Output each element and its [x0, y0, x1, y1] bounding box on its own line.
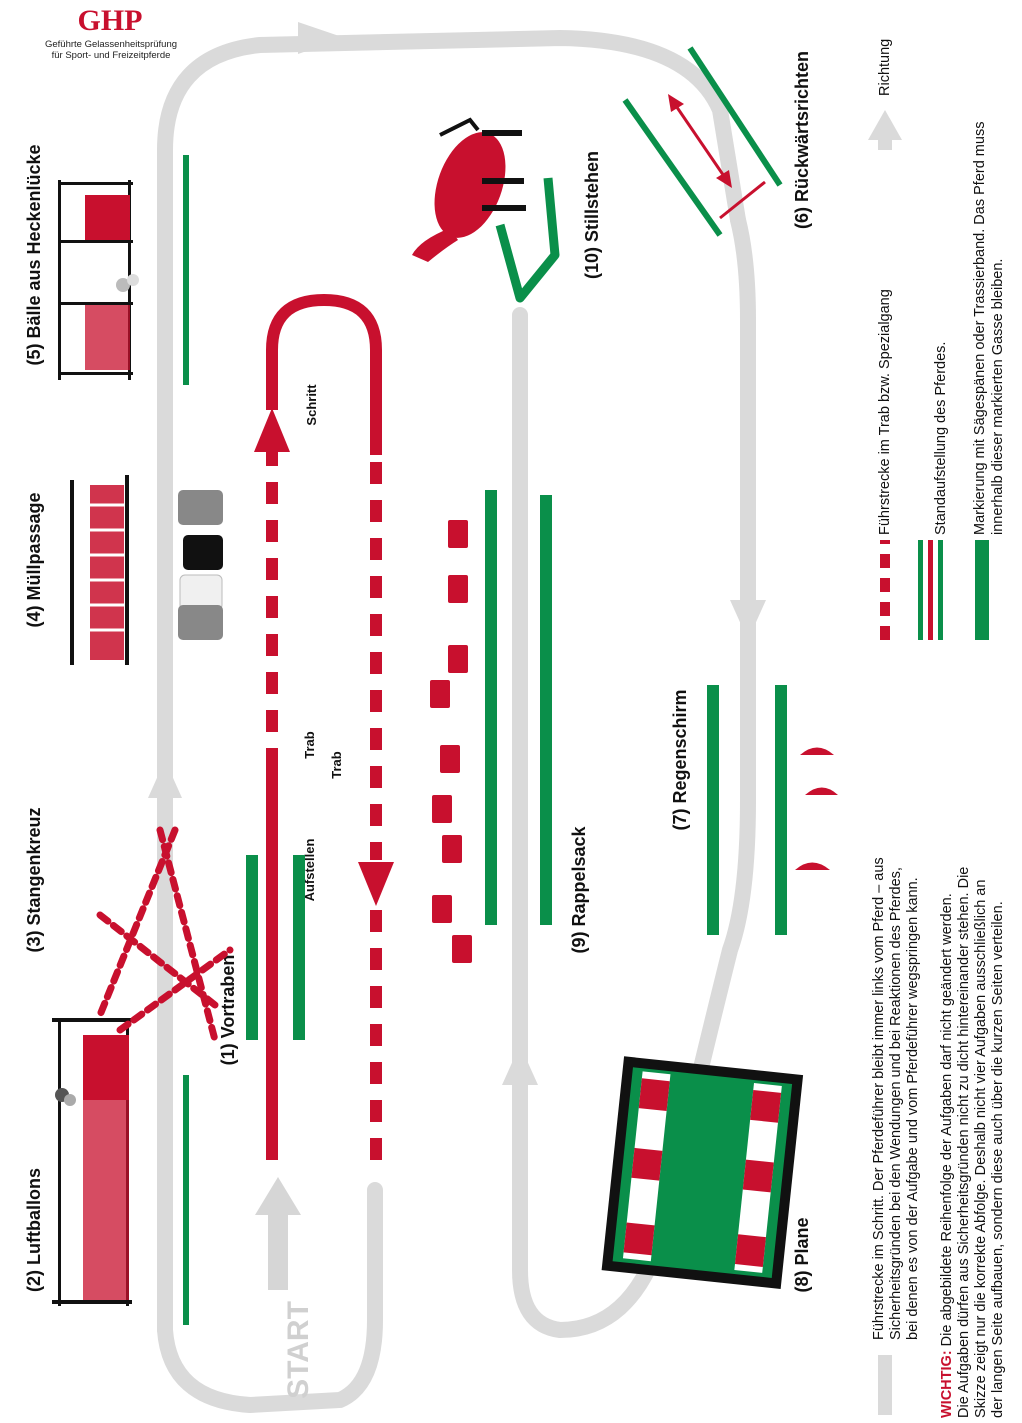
warning-note: WICHTIG: Die abgebildete Reihenfolge der…	[939, 867, 1006, 1418]
warning-prefix: WICHTIG:	[939, 1350, 955, 1418]
label-vortraben: (1) Vortraben	[218, 955, 238, 1066]
direction-arrows	[148, 22, 766, 1085]
station-plane	[601, 1056, 804, 1289]
label-trab-2: Trab	[329, 751, 344, 779]
label-baelle: (5) Bälle aus Heckenlücke	[24, 144, 44, 365]
start-label: START	[282, 1301, 315, 1399]
arrow-right-top	[298, 22, 345, 54]
arrow-down-right	[730, 600, 766, 640]
warning-line1-text: Die abgebildete Reihenfolge der Aufgaben…	[939, 893, 955, 1350]
start-marker: START	[255, 1177, 315, 1399]
label-rappelsack: (9) Rappelsack	[569, 825, 589, 953]
arrow-trot-up	[254, 408, 290, 452]
legend-schritt-2: Sicherheitsgründen bei den Wendungen und…	[888, 867, 904, 1340]
warning-line-1: WICHTIG: Die abgebildete Reihenfolge der…	[939, 893, 955, 1418]
legend-richtung: Richtung	[877, 39, 893, 96]
legend-schritt-3: bei denen es von der Aufgabe und vom Pfe…	[905, 877, 921, 1340]
station-rueckwaertsrichten: (6) Rückwärtsrichten	[622, 46, 812, 237]
ghp-logo: GHP Geführte Gelassenheitsprüfung für Sp…	[45, 4, 177, 61]
legend-trab: Führstrecke im Trab bzw. Spezialgang	[877, 289, 893, 535]
station-baelle: (5) Bälle aus Heckenlücke	[24, 144, 189, 385]
station-regenschirm: (7) Regenschirm	[670, 685, 838, 935]
warning-line-4: der langen Seite aufbauen, sondern diese…	[990, 901, 1006, 1418]
legend-stand: Standaufstellung des Pferdes.	[933, 342, 949, 535]
label-muellpassage: (4) Müllpassage	[24, 492, 44, 627]
umbrella-icon	[795, 747, 838, 870]
label-stillstehen: (10) Stillstehen	[582, 151, 602, 279]
logo-subtitle-2: für Sport- und Freizeitpferde	[52, 50, 171, 61]
warning-line-3: Skizze zeigt nur die korrekte Abfolge. D…	[973, 880, 989, 1418]
warning-line-2: Die Aufgaben dürfen aus Sicherheitsgründ…	[956, 867, 972, 1418]
brick-icons	[430, 520, 472, 963]
path-labels: Aufstellen Trab Trab Schritt	[302, 384, 344, 902]
station-vortraben: (1) Vortraben	[218, 855, 305, 1065]
station-rappelsack: (9) Rappelsack	[430, 490, 589, 963]
legend-markierung-1: Markierung mit Sägespänen oder Trassierb…	[972, 122, 988, 535]
logo-title: GHP	[78, 4, 143, 37]
station-luftballons: (2) Luftballons	[24, 1015, 189, 1325]
trot-route	[254, 293, 394, 1160]
label-rueckwaertsrichten: (6) Rückwärtsrichten	[792, 51, 812, 229]
label-plane: (8) Plane	[792, 1217, 812, 1292]
label-aufstellen: Aufstellen	[302, 839, 317, 902]
station-muellpassage: (4) Müllpassage	[24, 475, 223, 665]
station-stangenkreuz: (3) Stangenkreuz	[24, 807, 234, 1044]
logo-subtitle-1: Geführte Gelassenheitsprüfung	[45, 39, 177, 50]
legend-schritt-1: Führstrecke im Schritt. Der Pferdeführer…	[871, 857, 887, 1340]
label-trab-1: Trab	[302, 731, 317, 759]
arrow-trot-down	[358, 862, 394, 906]
legend: Richtung Führstrecke im Trab bzw. Spezia…	[868, 39, 1006, 1415]
legend-markierung-2: innerhalb dieser markierten Gasse bleibe…	[990, 259, 1006, 535]
label-schritt: Schritt	[304, 384, 319, 426]
arrow-up-middle	[502, 1045, 538, 1085]
label-stangenkreuz: (3) Stangenkreuz	[24, 807, 44, 952]
horse-icon	[412, 117, 526, 262]
station-stillstehen: (10) Stillstehen	[412, 117, 602, 303]
label-regenschirm: (7) Regenschirm	[670, 689, 690, 830]
arrow-up-left	[148, 760, 182, 798]
label-luftballons: (2) Luftballons	[24, 1168, 44, 1292]
